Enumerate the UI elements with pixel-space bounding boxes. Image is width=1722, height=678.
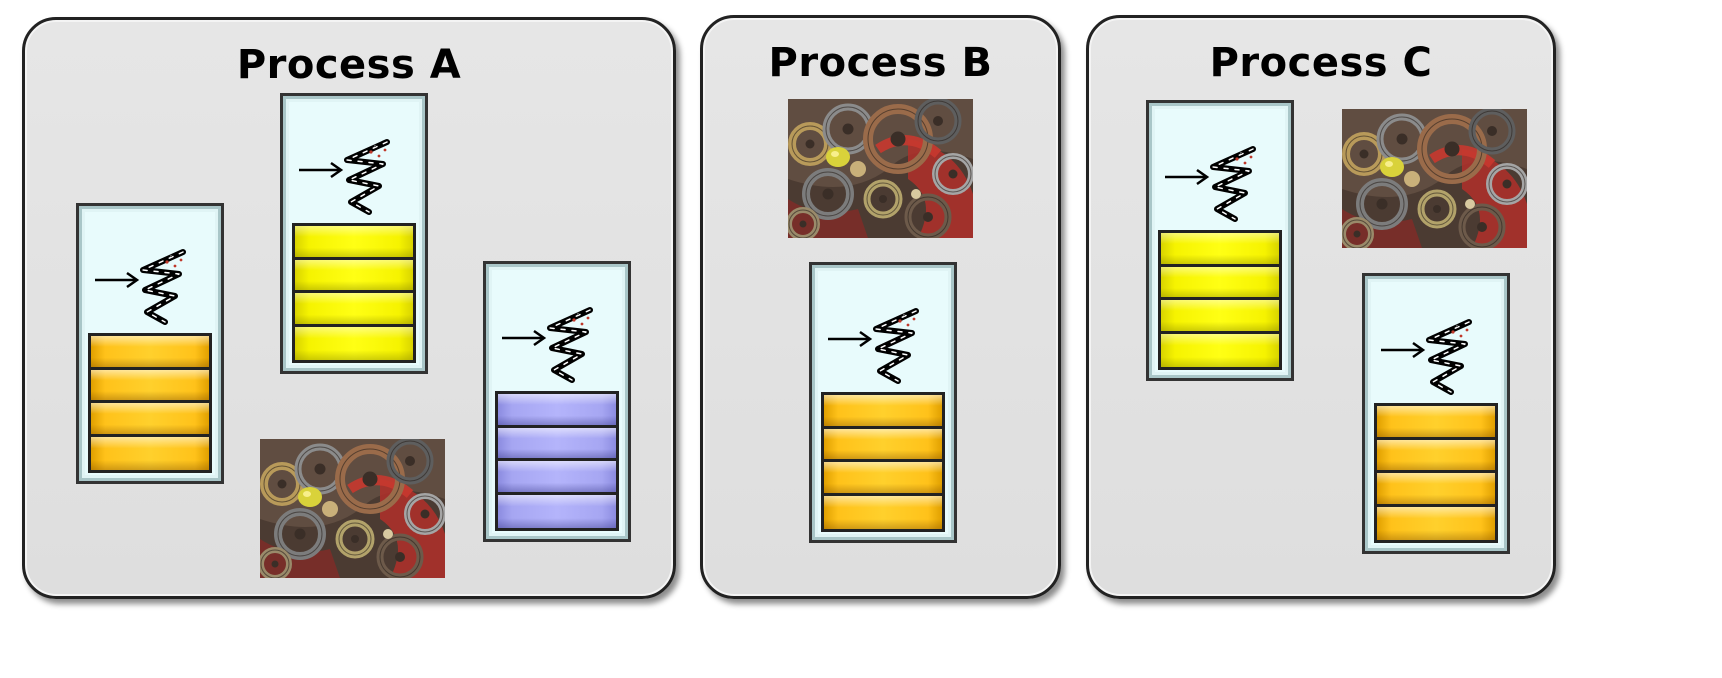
process-c: Process C — [1086, 15, 1556, 599]
execution-squiggle-icon — [502, 307, 593, 383]
stack-frame — [295, 326, 413, 361]
stack-frame — [1161, 233, 1279, 267]
stack-frame — [91, 403, 209, 437]
call-stack — [292, 223, 416, 363]
execution-squiggle-icon — [1381, 319, 1472, 395]
process-b-title: Process B — [768, 40, 993, 86]
process-a: Process A — [22, 17, 676, 599]
stack-frame — [295, 226, 413, 260]
call-stack — [88, 333, 212, 473]
stack-frame — [498, 427, 616, 462]
stack-frame — [91, 436, 209, 471]
stack-frame — [1377, 506, 1495, 541]
thread-b1 — [809, 262, 957, 543]
execution-squiggle-icon — [95, 249, 186, 325]
call-stack — [821, 392, 945, 532]
execution-squiggle-icon — [299, 139, 390, 215]
stack-frame — [824, 495, 942, 530]
process-c-title: Process C — [1209, 40, 1433, 86]
call-stack — [495, 391, 619, 531]
resources-image — [788, 99, 973, 238]
thread-c1 — [1146, 100, 1294, 381]
process-b: Process B — [700, 15, 1061, 599]
execution-squiggle-icon — [1165, 146, 1256, 222]
stack-frame — [824, 395, 942, 429]
stack-frame — [91, 336, 209, 370]
thread-c2 — [1362, 273, 1510, 554]
stack-frame — [1161, 266, 1279, 301]
thread-a1 — [76, 203, 224, 484]
stack-frame — [824, 428, 942, 463]
stack-frame — [1377, 406, 1495, 440]
call-stack — [1158, 230, 1282, 370]
stack-frame — [91, 369, 209, 404]
stack-frame — [1161, 300, 1279, 334]
execution-squiggle-icon — [828, 308, 919, 384]
stack-frame — [1377, 439, 1495, 474]
stack-frame — [295, 293, 413, 327]
resources-image — [260, 439, 445, 578]
thread-a2 — [280, 93, 428, 374]
resources-image — [1342, 109, 1527, 248]
stack-frame — [498, 461, 616, 495]
gears-and-wheels-image — [1342, 109, 1527, 248]
gears-and-wheels-image — [788, 99, 973, 238]
stack-frame — [498, 394, 616, 428]
call-stack — [1374, 403, 1498, 543]
stack-frame — [1377, 473, 1495, 507]
process-a-title: Process A — [236, 42, 462, 88]
stack-frame — [1161, 333, 1279, 368]
thread-a3 — [483, 261, 631, 542]
stack-frame — [498, 494, 616, 529]
stack-frame — [824, 462, 942, 496]
gears-and-wheels-image — [260, 439, 445, 578]
stack-frame — [295, 259, 413, 294]
